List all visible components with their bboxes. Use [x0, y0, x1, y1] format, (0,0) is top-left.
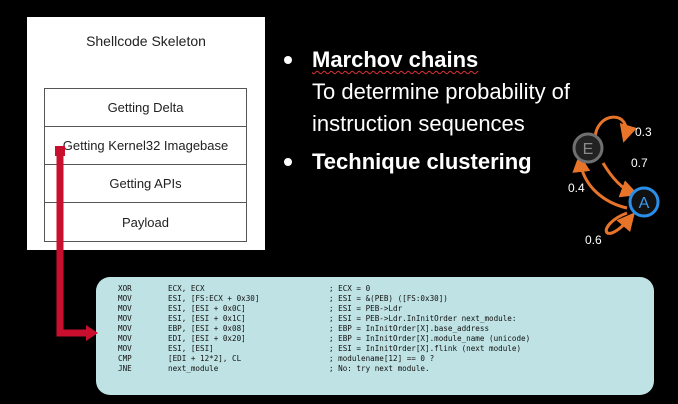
- shellcode-skeleton-diagram: Shellcode Skeleton Getting Delta Getting…: [27, 17, 265, 250]
- edge-label-a-to-e: 0.4: [568, 181, 585, 195]
- node-e: [572, 132, 604, 164]
- bullet-sub-line: To determine probability of: [312, 79, 571, 104]
- markov-chain-graph: E A 0.3 0.7 0.4 0.6: [568, 115, 660, 247]
- node-e-label: E: [583, 141, 594, 158]
- skeleton-row-payload: Payload: [122, 214, 169, 230]
- skeleton-row-apis: Getting APIs: [45, 165, 246, 203]
- edge-a-to-e: [572, 154, 628, 210]
- bullet-heading: Technique clustering: [312, 149, 532, 174]
- bullet-dot-icon: [284, 158, 292, 166]
- edge-label-a-self: 0.6: [585, 233, 602, 247]
- bullet-sub-line: instruction sequences: [312, 111, 525, 136]
- node-a-label: A: [639, 195, 650, 212]
- bullet-markov: Marchov chains To determine probability …: [282, 44, 662, 140]
- skeleton-stack: Getting Delta Getting Kernel32 Imagebase…: [44, 88, 247, 242]
- skeleton-title: Shellcode Skeleton: [86, 33, 206, 49]
- edge-label-e-to-a: 0.7: [631, 156, 648, 170]
- node-a: [628, 186, 660, 218]
- edge-e-self: [593, 115, 638, 143]
- edge-e-to-a: [601, 162, 639, 198]
- skeleton-row-delta: Getting Delta: [45, 89, 246, 127]
- skeleton-row-kernel32: Getting Kernel32 Imagebase: [45, 127, 246, 165]
- edge-a-self: [604, 211, 635, 235]
- bullet-dot-icon: [284, 56, 292, 64]
- bullet-list: Marchov chains To determine probability …: [282, 44, 662, 178]
- bullet-clustering: Technique clustering: [282, 146, 662, 178]
- bullet-heading: Marchov chains: [312, 47, 479, 72]
- edge-label-e-self: 0.3: [635, 125, 652, 139]
